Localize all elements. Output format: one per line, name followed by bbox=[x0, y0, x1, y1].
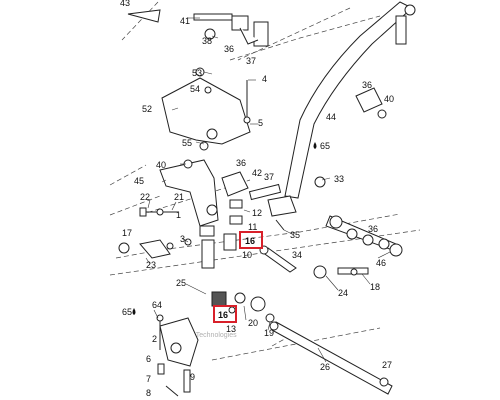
rod-35 bbox=[259, 219, 297, 273]
callout-46: 46 bbox=[376, 258, 386, 268]
callout-36: 36 bbox=[236, 158, 246, 168]
callout-6: 6 bbox=[146, 354, 151, 364]
callout-7: 7 bbox=[146, 374, 151, 384]
callout-42: 42 bbox=[252, 168, 262, 178]
callout-41: 41 bbox=[180, 16, 190, 26]
lower-link bbox=[118, 238, 192, 259]
callout-44: 44 bbox=[326, 112, 336, 122]
callout-16: 16 bbox=[245, 236, 255, 246]
callout-65: 65 bbox=[320, 141, 330, 151]
callout-labels: 43 41 38 36 37 53 54 4 52 5 55 36 40 44 … bbox=[120, 0, 394, 398]
callout-37: 37 bbox=[264, 172, 274, 182]
callout-40: 40 bbox=[156, 160, 166, 170]
callout-13: 13 bbox=[226, 324, 236, 334]
callout-21: 21 bbox=[174, 192, 184, 202]
middle-joint bbox=[221, 171, 326, 217]
droplet-icon bbox=[313, 142, 317, 149]
callout-12: 12 bbox=[252, 208, 262, 218]
callout-33: 33 bbox=[334, 174, 344, 184]
right-upper-parts bbox=[355, 4, 416, 119]
callout-19: 19 bbox=[264, 328, 274, 338]
callout-38: 38 bbox=[202, 36, 212, 46]
callout-53: 53 bbox=[192, 68, 202, 78]
callout-55: 55 bbox=[182, 138, 192, 148]
callout-35: 35 bbox=[290, 230, 300, 240]
link-arm bbox=[325, 215, 403, 257]
callout-52: 52 bbox=[142, 104, 152, 114]
callout-22: 22 bbox=[140, 192, 150, 202]
callout-54: 54 bbox=[190, 84, 200, 94]
right-mid-parts bbox=[313, 265, 369, 279]
callout-23: 23 bbox=[146, 260, 156, 270]
bracket-left bbox=[159, 159, 219, 227]
bolts-left bbox=[139, 207, 178, 217]
leader-lines bbox=[145, 17, 391, 363]
callout-16: 16 bbox=[218, 310, 228, 320]
highlight-box-16-lower bbox=[213, 305, 237, 323]
callout-25: 25 bbox=[176, 278, 186, 288]
callout-5: 5 bbox=[258, 118, 263, 128]
callout-3: 3 bbox=[180, 234, 185, 244]
callout-65: 65 bbox=[122, 307, 132, 317]
callout-27: 27 bbox=[382, 360, 392, 370]
lower-cluster bbox=[211, 291, 275, 323]
top-parts bbox=[127, 9, 269, 47]
callout-37: 37 bbox=[246, 56, 256, 66]
callout-8: 8 bbox=[146, 388, 151, 398]
callout-2: 2 bbox=[152, 334, 157, 344]
lower-bracket bbox=[156, 314, 199, 397]
callout-18: 18 bbox=[370, 282, 380, 292]
callout-24: 24 bbox=[338, 288, 348, 298]
callout-10: 10 bbox=[242, 250, 252, 260]
callout-36: 36 bbox=[362, 80, 372, 90]
steering-column bbox=[284, 1, 413, 199]
callout-36: 36 bbox=[224, 44, 234, 54]
callout-11: 11 bbox=[248, 222, 257, 232]
callout-43: 43 bbox=[120, 0, 130, 8]
watermark-lower: Nexx Technologies bbox=[178, 332, 237, 339]
callout-36: 36 bbox=[368, 224, 378, 234]
callout-64: 64 bbox=[152, 300, 162, 310]
droplet-icon bbox=[132, 308, 136, 315]
callout-45: 45 bbox=[134, 176, 144, 186]
callout-34: 34 bbox=[292, 250, 302, 260]
spacer-stack bbox=[199, 199, 243, 269]
shaft-26 bbox=[269, 321, 393, 395]
bracket-plate bbox=[161, 67, 251, 151]
callout-1: 1 bbox=[176, 210, 181, 220]
callout-4: 4 bbox=[262, 74, 267, 84]
callout-9: 9 bbox=[190, 372, 195, 382]
callout-20: 20 bbox=[248, 318, 258, 328]
callout-26: 26 bbox=[320, 362, 330, 372]
callout-40: 40 bbox=[384, 94, 394, 104]
callout-17: 17 bbox=[122, 228, 132, 238]
highlight-box-16-upper bbox=[239, 231, 263, 249]
